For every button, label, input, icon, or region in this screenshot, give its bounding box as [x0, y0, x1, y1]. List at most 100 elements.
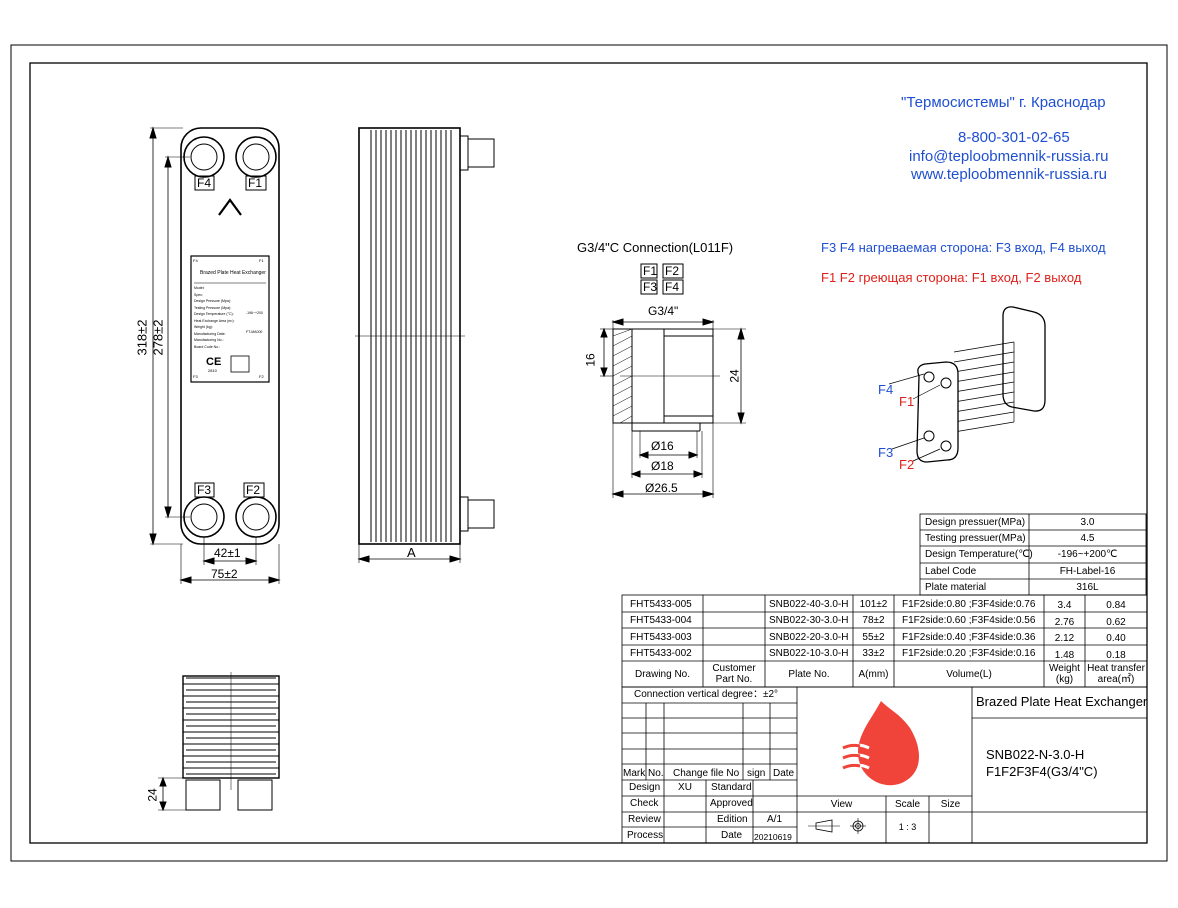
title-block-lines [621, 686, 1148, 844]
volume: F1F2side:0.60 ;F3F4side:0.56 [902, 615, 1036, 626]
company-email: info@teploobmennik-russia.ru [909, 148, 1109, 165]
heat-area: 0.18 [1106, 650, 1126, 661]
size-label: Size [940, 799, 961, 810]
iso-label-f4: F4 [878, 382, 894, 397]
heated-side-note: F3 F4 нагреваемая сторона: F3 вход, F4 в… [821, 240, 1106, 255]
iso-label-f1: F1 [899, 394, 915, 409]
header-weight: Weight [1049, 663, 1080, 674]
ce-number: 2810 [208, 368, 217, 373]
company-phone: 8-800-301-02-65 [958, 129, 1070, 146]
date-label: Date [773, 768, 795, 779]
weight: 1.48 [1054, 650, 1075, 661]
flame-logo [842, 701, 920, 786]
volume: F1F2side:0.80 ;F3F4side:0.76 [902, 599, 1036, 610]
edition-value: A/1 [767, 814, 783, 825]
dim-width-total: 75±2 [211, 567, 238, 581]
heat-area: 0.40 [1106, 633, 1126, 644]
dim-bottom-24: 24 [145, 788, 160, 802]
header-customer: Customer [712, 663, 756, 674]
connection-detail [600, 263, 746, 498]
nameplate-line: Model: [194, 286, 205, 290]
nameplate-temp-value: -196~+200 [246, 311, 263, 315]
header-plate-no: Plate No. [788, 669, 830, 680]
drawing-no: FHT5433-003 [630, 632, 692, 643]
iso-label-f2: F2 [899, 457, 915, 472]
weight: 3.4 [1057, 600, 1072, 611]
approved-label: Approved [710, 798, 753, 809]
spec-value: 3.0 [1080, 517, 1095, 528]
dim-height-total: 318±2 [134, 319, 150, 356]
nameplate-corner-tr: F1 [259, 258, 264, 263]
scale-value: 1 : 3 [898, 822, 917, 832]
spec-value: 316L [1076, 582, 1099, 593]
nameplate-line: Spec: [194, 292, 203, 297]
nameplate-line: Weight (kg): [194, 325, 213, 329]
company-name: "Термосистемы" г. Краснодар [901, 94, 1106, 111]
standard-label: Standard [711, 782, 752, 793]
volume: F1F2side:0.40 ;F3F4side:0.36 [902, 632, 1036, 643]
spec-label: Testing pressuer(MPa) [925, 533, 1026, 544]
nameplate-lines: Model: Spec: Design Pressure (Mpa): Test… [194, 285, 234, 350]
design-value: XU [678, 782, 692, 793]
nameplate-title: Brazed Plate Heat Exchanger [200, 270, 266, 276]
nameplate-line: Board Code No.: [194, 344, 221, 349]
front-port-f2: F2 [246, 483, 261, 497]
a-mm: 78±2 [862, 615, 885, 626]
plate-no: SNB022-10-3.0-H [769, 648, 849, 659]
a-mm: 101±2 [859, 599, 888, 610]
spec-value: 4.5 [1080, 533, 1095, 544]
header-weight-unit: (kg) [1055, 674, 1074, 685]
plate-no: SNB022-20-3.0-H [769, 632, 849, 643]
nameplate-line: Design Temperature (°C): [194, 312, 234, 316]
conn-port-f1: F1 [643, 264, 658, 278]
ce-mark: CE [206, 356, 222, 368]
outer-border [10, 44, 1168, 862]
weight: 2.12 [1054, 633, 1075, 644]
dim-width-ports: 42±1 [214, 546, 241, 560]
iso-view [888, 306, 1046, 463]
mark-label: Mark [623, 768, 646, 779]
scale-label: Scale [894, 799, 920, 810]
header-heat: Heat transfer [1087, 663, 1145, 674]
front-port-f1: F1 [248, 176, 263, 190]
front-view [149, 126, 281, 584]
nameplate-line: Heat Exchange Area (m²): [194, 318, 235, 323]
edition-label: Edition [717, 814, 748, 825]
conn-port-f3: F3 [643, 280, 658, 294]
date-label-2: Date [721, 830, 743, 841]
heat-area: 0.62 [1106, 617, 1126, 628]
dim-d265: Ø26.5 [645, 481, 678, 495]
nameplate-code-value: FT-MA000 [246, 330, 263, 334]
spec-value: FH-Label-16 [1059, 566, 1116, 577]
drawing-no: FHT5433-005 [630, 599, 692, 610]
dim-24: 24 [727, 369, 742, 383]
header-part-no: Part No. [715, 674, 753, 685]
view-label: View [830, 799, 853, 810]
header-a: A(mm) [858, 669, 889, 680]
weight: 2.76 [1054, 617, 1075, 628]
iso-label-f3: F3 [878, 445, 894, 460]
volume: F1F2side:0.20 ;F3F4side:0.16 [902, 648, 1036, 659]
dim-thread: G3/4" [648, 304, 679, 318]
connection-degree: Connection vertical degree：±2° [634, 689, 779, 700]
header-drawing-no: Drawing No. [634, 669, 691, 680]
nameplate-line: Testing Pressure (Mpa): [194, 305, 232, 310]
nameplate-corner-bl: F3 [193, 374, 198, 379]
a-mm: 33±2 [862, 648, 885, 659]
change-file-label: Change file No [673, 768, 740, 779]
inner-border [29, 62, 1148, 844]
drawing-no: FHT5433-004 [630, 615, 692, 626]
sign-label: sign [747, 768, 766, 779]
front-port-f3: F3 [197, 483, 212, 497]
dim-height-ports: 278±2 [150, 319, 166, 356]
bottom-view [158, 672, 280, 812]
design-label: Design [629, 782, 661, 793]
dim-d16: Ø16 [651, 439, 674, 453]
nameplate-corner-tl: F4 [193, 258, 198, 263]
nameplate-line: Design Pressure (Mpa): [194, 299, 231, 303]
dim-16: 16 [583, 353, 598, 367]
spec-label: Design Temperature(℃) [925, 549, 1033, 560]
front-port-f4: F4 [197, 176, 212, 190]
